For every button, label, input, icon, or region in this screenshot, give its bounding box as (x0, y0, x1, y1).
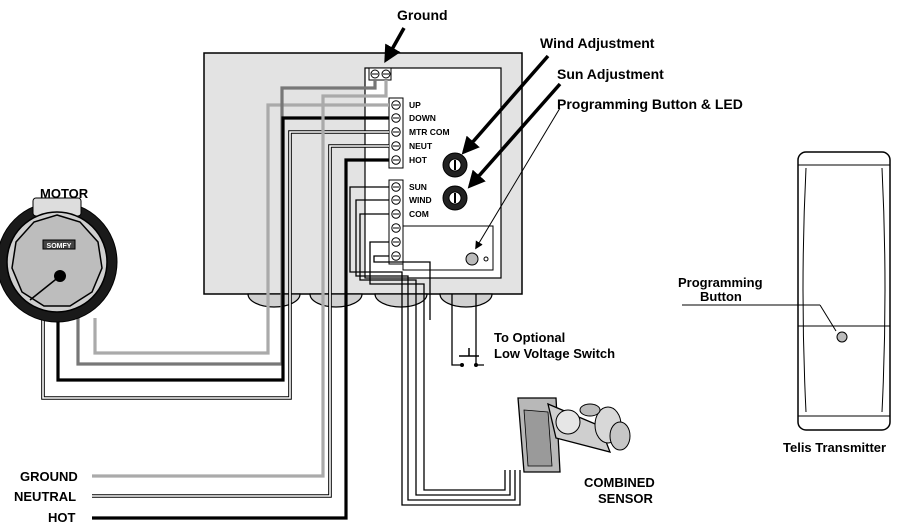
optional-switch-label-line1: To Optional (494, 330, 565, 345)
transmitter-button-label-line2: Button (700, 289, 742, 304)
status-led (483, 256, 489, 262)
terminal-neut-label: NEUT (409, 141, 433, 151)
combined-sensor-label-line1: COMBINED (584, 475, 655, 490)
power-wires (92, 80, 389, 520)
programming-arrow (475, 107, 561, 250)
power-terminal-block (388, 97, 404, 169)
terminal-mtr-com-label: MTR COM (409, 127, 450, 137)
sun-adjustment-label: Sun Adjustment (557, 66, 664, 82)
telis-transmitter (797, 151, 891, 431)
wind-adjustment-label: Wind Adjustment (540, 35, 655, 51)
combined-sensor (517, 397, 631, 473)
programming-button[interactable] (465, 252, 479, 266)
programming-button-led-label: Programming Button & LED (557, 96, 743, 112)
terminal-down-label: DOWN (409, 113, 436, 123)
motor-label: MOTOR (40, 186, 89, 201)
sensor-wires (349, 186, 521, 506)
ground-terminal-block (368, 67, 392, 81)
ground-wire-label: GROUND (20, 469, 78, 484)
low-voltage-switch (451, 294, 484, 367)
telis-transmitter-label: Telis Transmitter (783, 440, 886, 455)
sun-adjustment-knob[interactable] (442, 185, 468, 211)
terminal-com-label: COM (409, 209, 429, 219)
wind-adjustment-knob[interactable] (442, 152, 468, 178)
terminal-hot-label: HOT (409, 155, 428, 165)
motor: SOMFY (0, 197, 118, 323)
sun-arrow (467, 82, 562, 189)
neutral-wire-label: NEUTRAL (14, 489, 76, 504)
terminal-wind-label: WIND (409, 195, 432, 205)
transmitter-programming-button[interactable] (836, 331, 848, 343)
sensor-terminal-block (388, 179, 404, 265)
knockout-3 (374, 293, 428, 308)
ground-arrow (384, 27, 406, 64)
wind-arrow (461, 54, 550, 155)
knockout-2 (309, 293, 363, 308)
optional-switch-label-line2: Low Voltage Switch (494, 346, 615, 361)
terminal-up-label: UP (409, 100, 421, 110)
hot-wire-label: HOT (48, 510, 76, 524)
terminal-sun-label: SUN (409, 182, 427, 192)
knockout-1 (247, 293, 301, 308)
motor-brand: SOMFY (47, 243, 72, 250)
programming-area (402, 225, 494, 271)
combined-sensor-label-line2: SENSOR (598, 491, 654, 506)
transmitter-button-label-line1: Programming (678, 275, 763, 290)
knockout-4 (439, 293, 493, 308)
ground-label: Ground (397, 7, 448, 23)
